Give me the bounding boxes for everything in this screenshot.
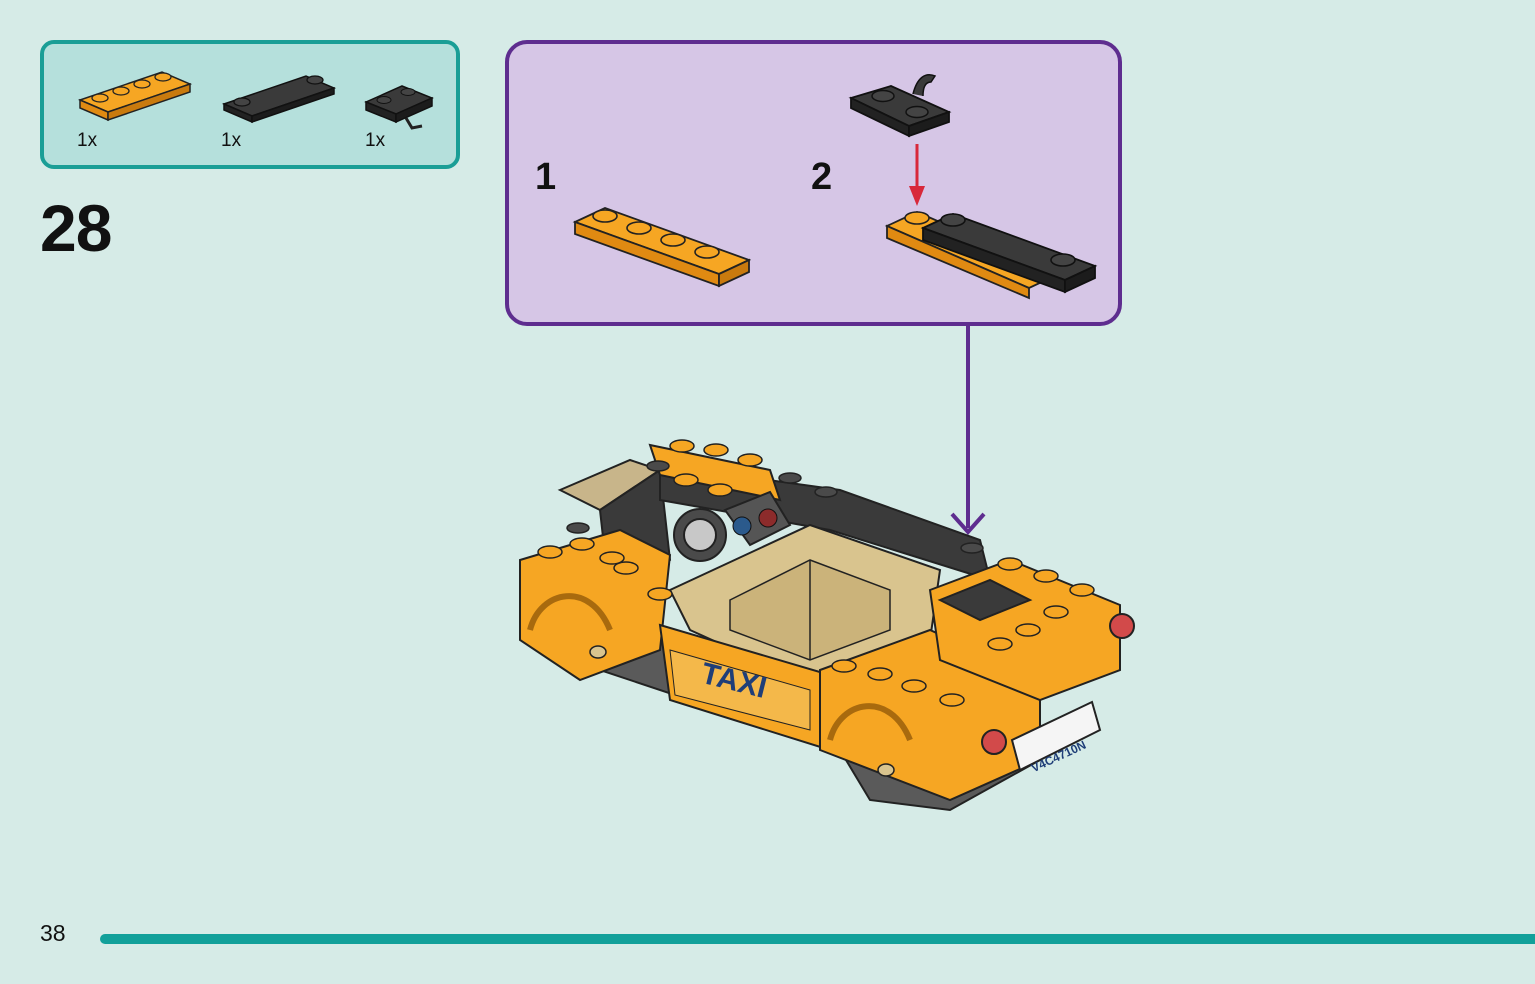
- sub-step-number: 1: [535, 156, 557, 198]
- page-number: 38: [40, 920, 66, 946]
- black-clip-plate-icon: [848, 74, 952, 138]
- step-number: 28: [40, 191, 112, 265]
- parts-list-box: 1x 1x 1x: [40, 40, 460, 169]
- orange-black-plate-assembly-icon: [884, 211, 1098, 300]
- page-progress-bar: [100, 934, 1535, 944]
- part-quantity: 1x: [77, 130, 98, 151]
- red-arrow-icon: [909, 144, 925, 206]
- orange-plate-1x4-icon: [77, 71, 193, 122]
- sub-step-number: 2: [811, 156, 833, 198]
- black-plate-1x4-icon: [221, 75, 337, 124]
- part-quantity: 1x: [365, 130, 386, 151]
- black-clip-plate-icon: [364, 85, 434, 130]
- taxi-model-illustration: TAXI V4C4710N: [519, 439, 1135, 812]
- sub-assembly-box: 1 2: [505, 40, 1122, 326]
- orange-plate-1x4-icon: [572, 207, 751, 288]
- part-quantity: 1x: [221, 130, 242, 151]
